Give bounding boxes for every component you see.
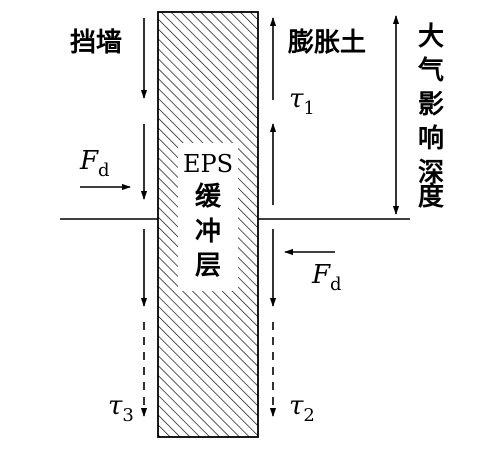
atmos-depth-char-1: 大 [418, 22, 444, 52]
atmos-depth-char-6: 度 [418, 181, 444, 212]
atmos-depth-label: 大 气 影 响 深 度 [417, 22, 444, 212]
eps-label-line2: 缓 [195, 181, 222, 212]
tau3-label: τ3 [108, 391, 134, 426]
eps-label-line1: EPS [183, 150, 233, 178]
expansive-soil-label: 膨胀土 [288, 28, 366, 58]
atmos-depth-char-5: 深 [418, 158, 444, 188]
tau1-label: τ1 [289, 84, 315, 119]
atmos-depth-char-4: 响 [418, 123, 444, 154]
retaining-wall-label: 挡墙 [70, 28, 122, 58]
atmos-depth-char-2: 气 [417, 55, 444, 86]
atmos-depth-char-3: 影 [418, 90, 444, 120]
tau2-label: τ2 [289, 391, 315, 426]
force-right-label: Fd [311, 260, 342, 295]
eps-label-line3: 冲 [195, 217, 221, 247]
force-left-label: Fd [79, 146, 110, 181]
eps-label-background [178, 143, 238, 291]
eps-label-line4: 层 [195, 251, 221, 281]
